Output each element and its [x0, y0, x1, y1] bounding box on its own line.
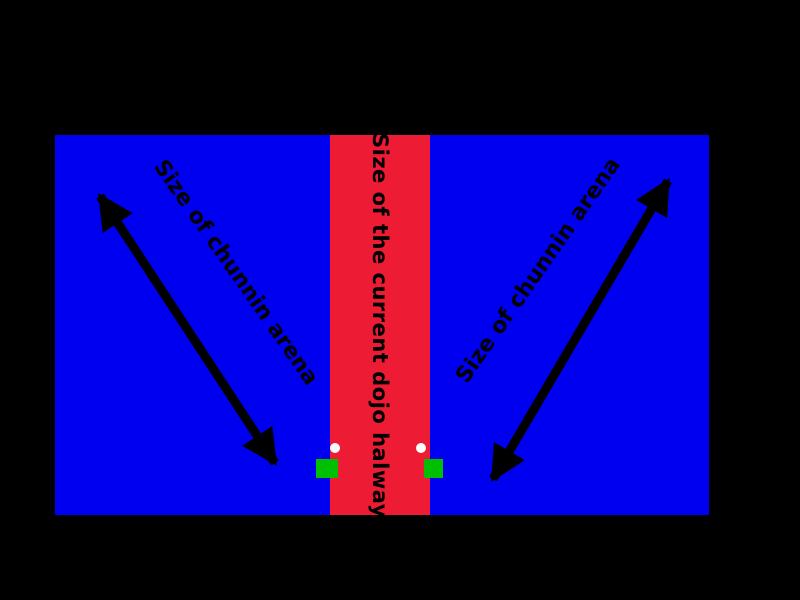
hallway-label: Size of the current dojo halway: [368, 132, 392, 518]
left-door-square: [316, 459, 338, 478]
right-arena-rect: [430, 135, 709, 515]
right-door-square: [424, 459, 443, 478]
hallway-rect: Size of the current dojo halway: [330, 132, 430, 518]
left-door-dot: [330, 443, 340, 453]
right-door-dot: [416, 443, 426, 453]
